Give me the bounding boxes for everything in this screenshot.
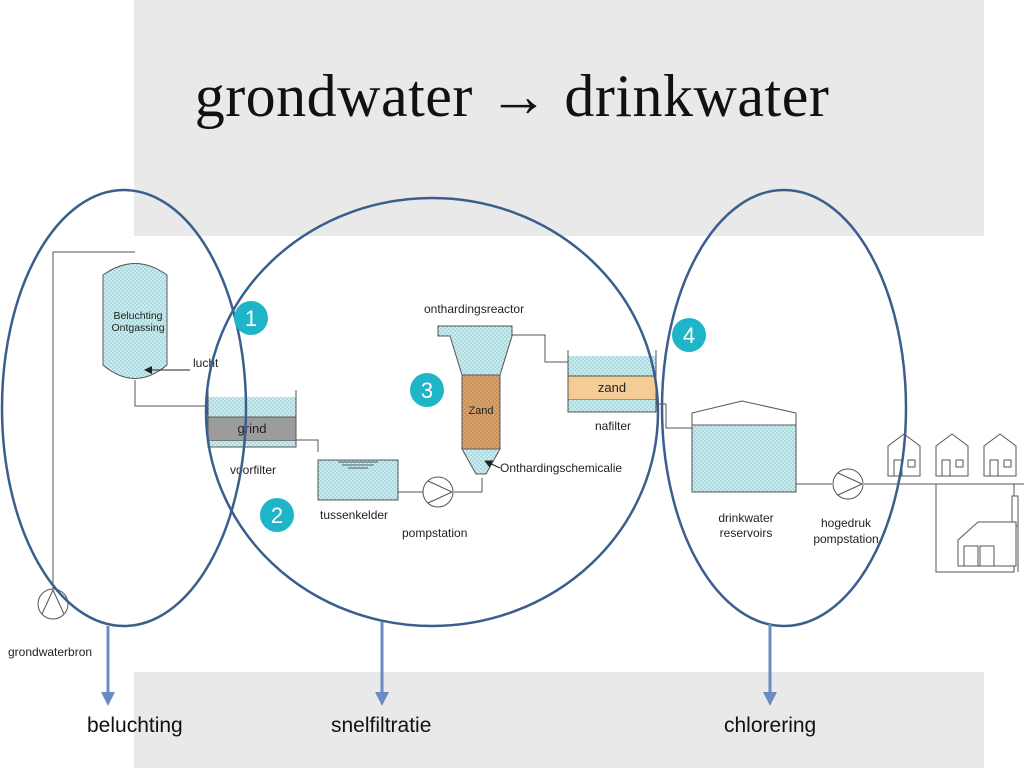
pomp-icon [422, 476, 454, 508]
lucht-label: lucht [193, 356, 219, 370]
voorfilter: grind voorfilter [207, 390, 297, 477]
stage-label-snelfiltratie: snelfiltratie [331, 714, 432, 737]
factory-icon [957, 495, 1019, 567]
ellipse-beluchting [0, 188, 248, 628]
stage-label-beluchting: beluchting [87, 714, 183, 737]
zand-filter-label: zand [598, 380, 626, 395]
grondwaterbron-label: grondwaterbron [8, 645, 92, 659]
svg-text:4: 4 [683, 323, 695, 348]
hogedruk-label-1: hogedruk [821, 516, 872, 530]
nafilter-label: nafilter [595, 419, 631, 433]
tussenkelder: tussenkelder [317, 459, 399, 522]
piping [52, 251, 1024, 590]
ellipse-snelfiltratie [204, 196, 660, 628]
svg-text:2: 2 [271, 503, 283, 528]
footer-band [134, 672, 984, 768]
reservoirs-label-1: drinkwater [718, 511, 773, 525]
onthardingschemicalie-label: Onthardingschemicalie [500, 461, 622, 475]
ellipse-chlorering [660, 188, 908, 628]
grind-label: grind [238, 421, 267, 436]
svg-text:1: 1 [245, 306, 257, 331]
hogedruk-pomp-icon [832, 468, 864, 500]
stage-ellipses [0, 188, 908, 628]
step-badge-2: 2 [260, 498, 294, 532]
hogedruk-label-2: pompstation [813, 532, 878, 546]
house-icon [935, 433, 969, 477]
stage-arrows [101, 622, 777, 706]
beluchting-tank: Beluchting Ontgassing lucht [102, 263, 219, 379]
reservoirs-label-2: reservoirs [720, 526, 773, 540]
stage-label-chlorering: chlorering [724, 714, 817, 737]
onthardingsreactor-label: onthardingsreactor [424, 302, 524, 316]
step-badge-1: 1 [234, 301, 268, 335]
step-badge-3: 3 [410, 373, 444, 407]
nafilter: zand nafilter [567, 350, 657, 433]
pompstation-label: pompstation [402, 526, 467, 540]
title-band [134, 0, 984, 236]
zand-reactor-label: Zand [468, 405, 493, 417]
svg-text:3: 3 [421, 378, 433, 403]
drinkwater-reservoirs: drinkwater reservoirs [691, 400, 797, 540]
onthardingsreactor: onthardingsreactor Zand Onthardingschemi… [424, 302, 622, 475]
house-icon [983, 433, 1017, 477]
grondwaterbron-pomp-icon [37, 588, 69, 620]
step-badge-4: 4 [672, 318, 706, 352]
beluchting-tank-label-2: Ontgassing [111, 322, 164, 334]
beluchting-tank-label-1: Beluchting [113, 310, 162, 322]
tussenkelder-label: tussenkelder [320, 508, 388, 522]
page-title: grondwater → drinkwater [194, 63, 830, 129]
voorfilter-label: voorfilter [230, 463, 276, 477]
